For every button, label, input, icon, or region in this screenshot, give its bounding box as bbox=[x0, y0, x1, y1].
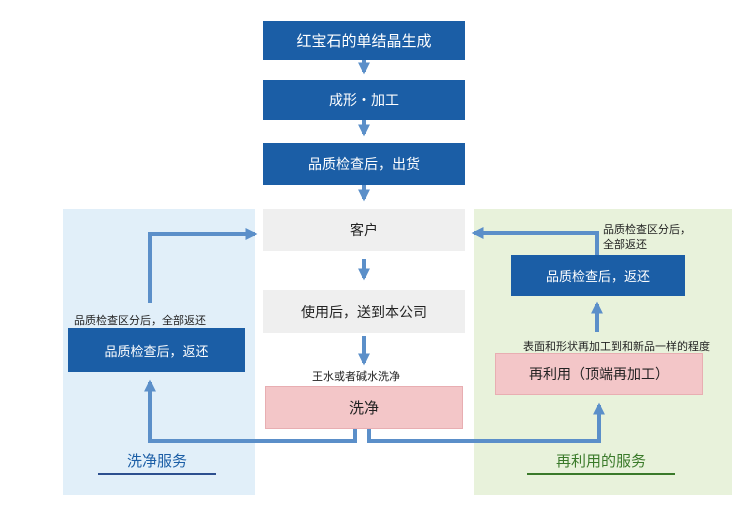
left-inspect-return-box: 品质检查后，返还 bbox=[68, 328, 245, 372]
step-inspection-shipping: 品质检查后，出货 bbox=[263, 143, 465, 185]
arrow-left-check-to-customer bbox=[148, 228, 258, 303]
step-forming-processing: 成形・加工 bbox=[263, 80, 465, 120]
return-to-company-box: 使用后，送到本公司 bbox=[263, 290, 465, 333]
arrow-right-check-to-customer bbox=[471, 227, 599, 256]
right-inspect-return-box: 品质检查后，返还 bbox=[511, 255, 685, 296]
customer-box: 客户 bbox=[263, 209, 465, 251]
wash-method-note: 王水或者碱水洗净 bbox=[312, 370, 400, 383]
wash-box: 洗净 bbox=[265, 386, 463, 429]
wash-service-caption: 洗净服务 bbox=[98, 450, 216, 475]
reprocess-box: 再利用（顶端再加工） bbox=[495, 353, 703, 395]
step-crystal-growth: 红宝石的单结晶生成 bbox=[263, 21, 465, 60]
left-sort-return-note: 品质检查区分后，全部返还 bbox=[74, 314, 206, 327]
reprocess-note: 表面和形状再加工到和新品一样的程度 bbox=[523, 340, 710, 353]
arrow-wash-to-left-check bbox=[144, 379, 357, 443]
reuse-service-caption: 再利用的服务 bbox=[527, 450, 675, 475]
right-sort-return-note-line2: 全部返还 bbox=[603, 238, 647, 251]
right-sort-return-note-line1: 品质检查区分后， bbox=[603, 223, 691, 236]
arrow-wash-to-reprocess bbox=[367, 402, 605, 443]
